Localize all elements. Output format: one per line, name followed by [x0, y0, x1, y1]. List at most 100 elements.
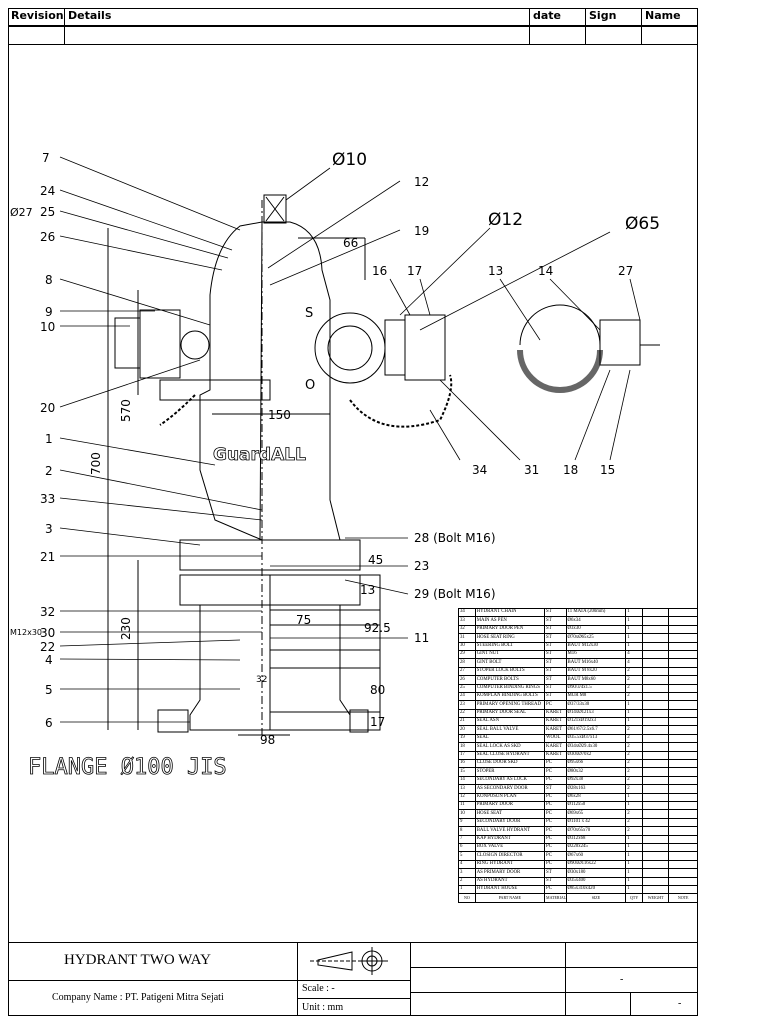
bom-cell	[668, 800, 698, 811]
bom-cell: 1	[625, 792, 644, 803]
bom-cell: AS PRIMARY DOOR	[474, 868, 546, 878]
revision-header: Revision	[8, 8, 65, 26]
callout-26: 26	[40, 230, 55, 244]
dim-230: 230	[119, 617, 133, 640]
body-mid-flange	[159, 379, 271, 401]
bom-cell	[668, 775, 698, 786]
bom-cell: 1	[625, 607, 644, 618]
callout-10: 10	[40, 320, 55, 334]
bom-cell	[642, 817, 670, 828]
unit-label: Unit : mm	[302, 1002, 344, 1013]
bom-cell: Ø30xØ70x2	[565, 750, 627, 761]
bom-cell: 2	[625, 750, 644, 761]
callout-31: 31	[524, 463, 539, 477]
bom-cell: Ø37/33x30	[565, 700, 627, 710]
bom-cell	[642, 700, 670, 710]
callout-11: 11	[414, 631, 429, 645]
dim-17: 17	[370, 715, 385, 729]
bom-cell: 2	[625, 683, 644, 693]
dim-80: 80	[370, 683, 385, 697]
bom-cell	[668, 649, 698, 660]
bom-cell: PC	[544, 826, 567, 836]
callout-30: 30	[40, 626, 55, 640]
dim-700: 700	[89, 452, 103, 475]
callout-21: 21	[40, 550, 55, 564]
base-flange-left	[157, 709, 189, 733]
bom-cell: 2	[625, 826, 644, 836]
cap-nut	[263, 194, 287, 224]
bom-cell	[642, 658, 670, 668]
bom-cell: Ø1101 x 42	[565, 817, 627, 828]
bom-cell: HOSE SEAT RING	[474, 633, 546, 643]
callout-16: 16	[372, 264, 387, 278]
bom-cell	[668, 607, 698, 618]
callout-12: 12	[414, 175, 429, 189]
bom-cell	[642, 666, 670, 677]
title-block-divider-2	[410, 942, 411, 1016]
bom-cell: ST	[544, 784, 567, 794]
bom-header-cell: NOTE	[668, 893, 698, 904]
bom-cell: 2	[625, 666, 644, 677]
callout-13: 13	[488, 264, 503, 278]
body-mark-s: S	[305, 306, 313, 321]
bom-cell	[668, 884, 698, 895]
bom-cell: PC	[544, 851, 567, 861]
bom-cell: 1	[625, 868, 644, 878]
top-flange	[179, 539, 361, 571]
bom-cell: 1	[625, 641, 644, 651]
bom-cell: ST	[544, 641, 567, 651]
bom-cell: Ø35.5xØ37x13	[565, 733, 627, 744]
dim-32: 32	[256, 675, 267, 685]
detail-arc-top	[519, 304, 601, 346]
bom-cell: Ø112x50	[565, 800, 627, 811]
bom-cell: BAUT M 8x20	[565, 666, 627, 677]
bom-cell	[642, 767, 670, 777]
bom-cell: 26	[458, 675, 476, 685]
callout-d12: Ø12	[488, 210, 523, 230]
bom-cell	[642, 842, 670, 853]
name-header: Name	[642, 8, 698, 26]
bom-cell: PC	[544, 834, 567, 844]
bom-cell	[668, 725, 698, 735]
scale-label: Scale : -	[302, 983, 335, 994]
callout-33: 33	[40, 492, 55, 506]
dim-66: 66	[343, 236, 358, 250]
bom-cell	[668, 683, 698, 693]
bom-cell: ST	[544, 658, 567, 668]
date-header: date	[530, 8, 586, 26]
bom-cell: SECONDARY AS LOCK	[474, 775, 546, 786]
left-valve-disc	[180, 330, 210, 360]
bom-cell: PC	[544, 817, 567, 828]
bom-cell	[668, 809, 698, 819]
brand-logo: GuardALL	[213, 445, 306, 465]
title-block-top	[8, 942, 698, 943]
callout-1: 1	[45, 432, 53, 446]
bom-cell: KOMPLAN BINDING BOLTS	[474, 691, 546, 702]
bom-cell: 2	[625, 759, 644, 769]
bom-cell: HYDRANT HOUSE	[474, 884, 546, 895]
bom-cell	[642, 742, 670, 752]
drawing-frame	[8, 8, 698, 1016]
bom-cell: PC	[544, 775, 567, 786]
bom-cell: AS HYDRANT	[474, 876, 546, 886]
callout-27: 27	[618, 264, 633, 278]
bom-cell	[668, 717, 698, 727]
callout-23: 23	[414, 559, 429, 573]
bom-cell	[668, 817, 698, 828]
bom-cell: PC	[544, 792, 567, 803]
callout-34: 34	[472, 463, 487, 477]
bom-cell: Ø3x30	[565, 624, 627, 635]
bom-cell: 1	[625, 842, 644, 853]
bom-cell: SEAL	[474, 733, 546, 744]
bom-cell: BOX VALVE	[474, 842, 546, 853]
bom-cell: PC	[544, 842, 567, 853]
flange-label: FLANGE Ø100 JIS	[28, 755, 227, 780]
